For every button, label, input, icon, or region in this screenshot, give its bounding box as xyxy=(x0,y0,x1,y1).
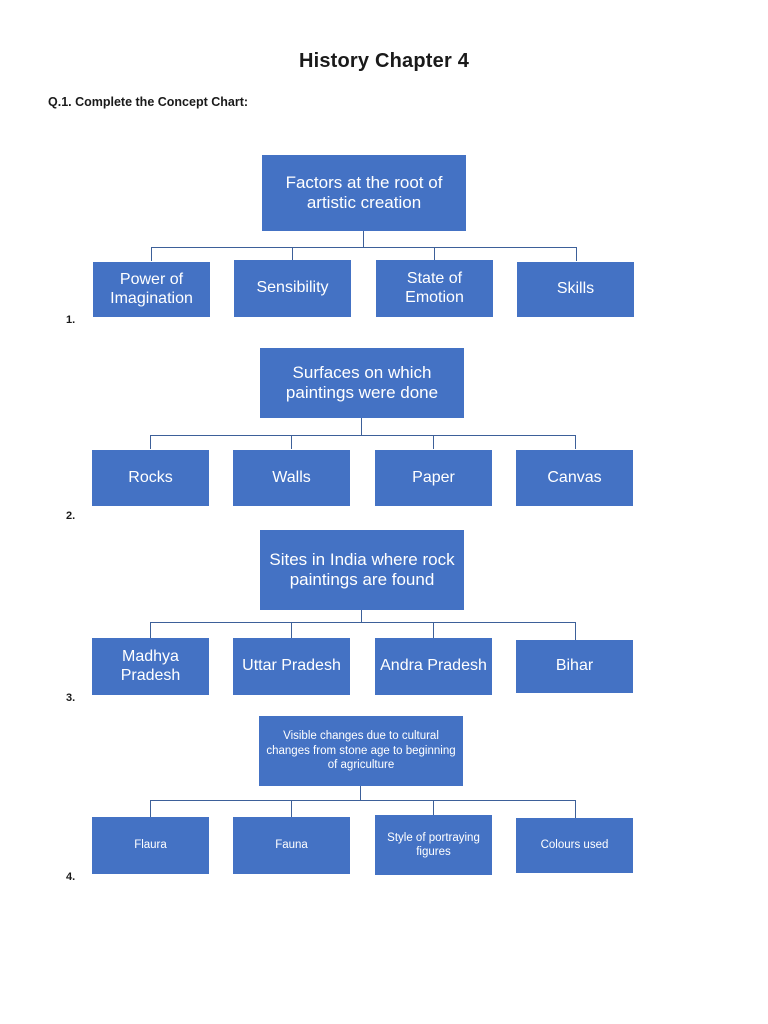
chart-4-connector-trunk xyxy=(360,786,361,800)
chart-1-connector-bar xyxy=(151,247,576,248)
chart-2-leaf-2: Walls xyxy=(233,450,350,506)
chart-3-root-node: Sites in India where rock paintings are … xyxy=(260,530,464,610)
chart-number-1: 1. xyxy=(66,314,76,326)
chart-2-connector-stub-2 xyxy=(291,435,292,449)
chart-1-root-node: Factors at the root of artistic creation xyxy=(262,155,466,231)
chart-1-connector-stub-1 xyxy=(151,247,152,261)
chart-1-leaf-4: Skills xyxy=(517,262,634,317)
chart-4-connector-stub-4 xyxy=(575,800,576,818)
chart-4-leaf-1: Flaura xyxy=(92,817,209,874)
chart-1-leaf-2: Sensibility xyxy=(234,260,351,317)
question-prompt: Q.1. Complete the Concept Chart: xyxy=(48,95,249,109)
chart-2-connector-stub-3 xyxy=(433,435,434,449)
chart-4-connector-stub-3 xyxy=(433,800,434,815)
chart-2-connector-bar xyxy=(150,435,576,436)
chart-number-3: 3. xyxy=(66,692,76,704)
chart-4-connector-bar xyxy=(150,800,576,801)
chart-4-connector-stub-1 xyxy=(150,800,151,817)
chart-1-connector-trunk xyxy=(363,231,364,247)
chart-2-connector-stub-1 xyxy=(150,435,151,449)
chart-4-root-node: Visible changes due to cultural changes … xyxy=(259,716,463,786)
chart-3-connector-bar xyxy=(150,622,576,623)
chart-1-connector-stub-3 xyxy=(434,247,435,261)
chart-4-leaf-3: Style of portraying figures xyxy=(375,815,492,875)
chart-number-2: 2. xyxy=(66,510,76,522)
chart-3-connector-stub-4 xyxy=(575,622,576,640)
chart-2-connector-trunk xyxy=(361,418,362,435)
chart-1-leaf-1: Power of Imagination xyxy=(93,262,210,317)
chart-4-leaf-4: Colours used xyxy=(516,818,633,873)
chart-3-connector-stub-1 xyxy=(150,622,151,638)
chart-2-root-node: Surfaces on which paintings were done xyxy=(260,348,464,418)
chart-2-connector-stub-4 xyxy=(575,435,576,449)
chart-3-connector-stub-2 xyxy=(291,622,292,638)
chart-3-leaf-4: Bihar xyxy=(516,640,633,693)
chart-3-connector-trunk xyxy=(361,610,362,622)
chart-1-connector-stub-2 xyxy=(292,247,293,261)
chart-3-leaf-2: Uttar Pradesh xyxy=(233,638,350,695)
chart-3-leaf-1: Madhya Pradesh xyxy=(92,638,209,695)
chart-2-leaf-3: Paper xyxy=(375,450,492,506)
chart-1-connector-stub-4 xyxy=(576,247,577,261)
chart-2-leaf-4: Canvas xyxy=(516,450,633,506)
page-title: History Chapter 4 xyxy=(298,50,470,72)
chart-4-connector-stub-2 xyxy=(291,800,292,817)
chart-2-leaf-1: Rocks xyxy=(92,450,209,506)
chart-3-connector-stub-3 xyxy=(433,622,434,638)
chart-4-leaf-2: Fauna xyxy=(233,817,350,874)
chart-1-leaf-3: State of Emotion xyxy=(376,260,493,317)
chart-number-4: 4. xyxy=(66,871,76,883)
chart-3-leaf-3: Andra Pradesh xyxy=(375,638,492,695)
